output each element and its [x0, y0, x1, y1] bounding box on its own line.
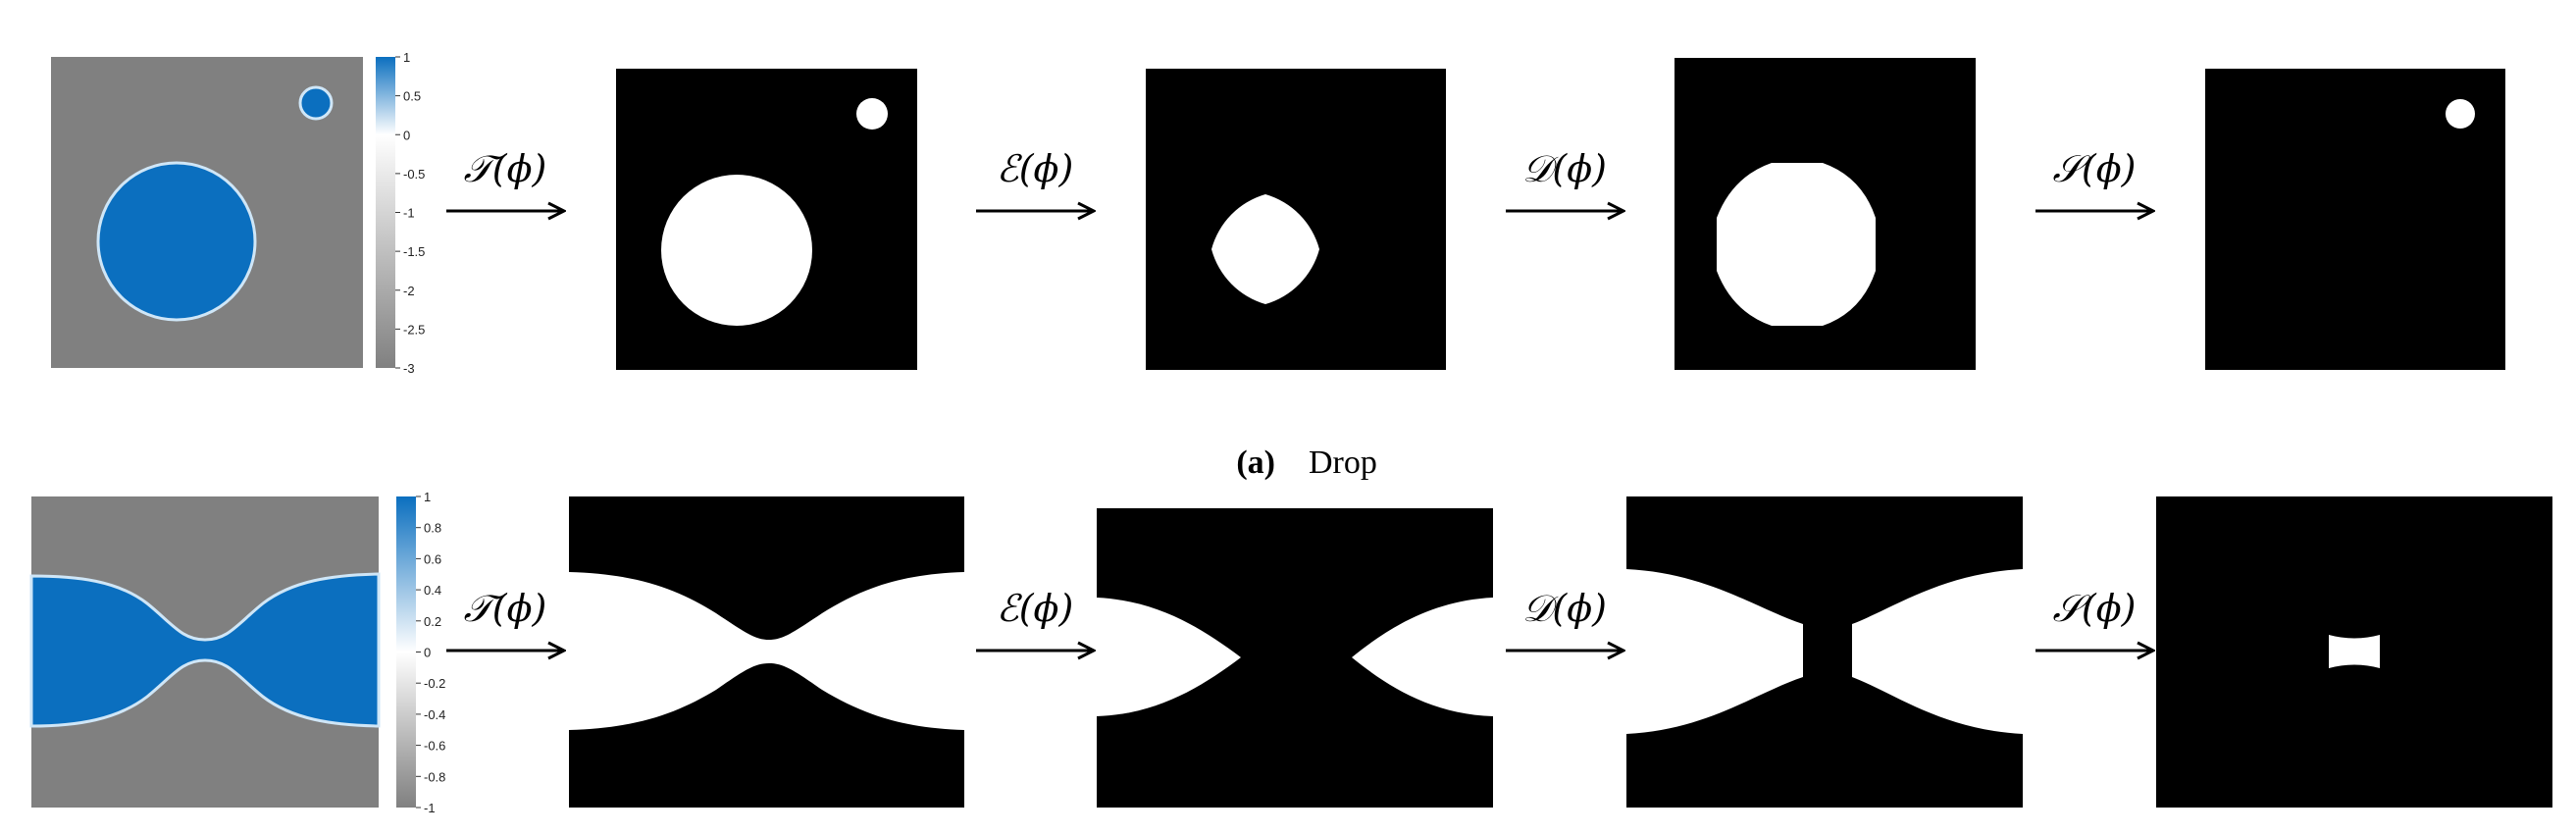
- row-a-colorbar-ticks: 1 0.5 0 -0.5 -1 -1.5 -2 -2.5 -3: [395, 50, 425, 376]
- row-b-skeleton-mask: [2156, 496, 2552, 808]
- row-b-arrow-1: 𝒯(ϕ): [446, 587, 564, 651]
- row-b-colorbar-tick-label: 1: [424, 490, 431, 504]
- row-a-colorbar-tick-label: -0.5: [403, 167, 425, 182]
- row-b-operator-E: ℰ(ϕ): [997, 587, 1074, 630]
- row-a-levelset-panel: [51, 57, 363, 368]
- row-b-threshold-mask: [569, 496, 964, 808]
- row-a-colorbar-tick-label: 0.5: [403, 89, 421, 104]
- row-a-threshold-mask: [616, 69, 917, 370]
- row-b-operator-D: 𝒟(ϕ): [1522, 587, 1607, 630]
- row-a-colorbar-tick-label: -3: [403, 361, 415, 376]
- row-a-colorbar-tick-label: -2.5: [403, 322, 425, 337]
- row-b: 1 0.8 0.6 0.4 0.2 0 -0.2 -0.4 -0.6 -0.8 -1 𝒯(ϕ) ℰ(…: [29, 490, 2552, 815]
- row-b-colorbar-tick-label: -0.4: [424, 707, 445, 722]
- row-a-dilation-mask: [1674, 58, 1976, 370]
- row-b-colorbar-tick-label: -0.6: [424, 739, 445, 754]
- row-b-erosion-mask: [1097, 508, 1493, 808]
- caption-tag: (a): [1236, 444, 1275, 481]
- row-a-colorbar-tick-label: -1: [403, 206, 415, 221]
- row-a-arrow-3: 𝒟(ϕ): [1506, 147, 1623, 211]
- row-b-colorbar-tick-label: 0.4: [424, 583, 441, 598]
- row-b-colorbar-tick-label: -0.2: [424, 676, 445, 691]
- row-a-arrow-1: 𝒯(ϕ): [446, 147, 564, 211]
- row-a-operator-S: 𝒮(ϕ): [2053, 147, 2137, 190]
- row-b-operator-T: 𝒯(ϕ): [464, 587, 547, 630]
- row-b-arrow-4: 𝒮(ϕ): [2035, 587, 2153, 651]
- row-b-arrow-2: ℰ(ϕ): [976, 587, 1094, 651]
- row-a-skeleton-mask: [2205, 69, 2505, 370]
- row-a-colorbar-tick-label: -1.5: [403, 244, 425, 259]
- row-a-colorbar-tick-label: -2: [403, 284, 415, 298]
- row-b-colorbar-tick-label: 0.6: [424, 551, 441, 566]
- row-b-colorbar-tick-label: 0.8: [424, 521, 441, 536]
- row-b-colorbar-tick-label: -0.8: [424, 769, 445, 784]
- row-b-dilation-mask: [1626, 496, 2023, 808]
- row-a-operator-E: ℰ(ϕ): [997, 147, 1074, 190]
- row-b-colorbar-ticks: 1 0.8 0.6 0.4 0.2 0 -0.2 -0.4 -0.6 -0.8 -1: [416, 490, 445, 815]
- row-b-arrow-3: 𝒟(ϕ): [1506, 587, 1623, 651]
- row-a-colorbar-tick-label: 0: [403, 128, 410, 142]
- row-b-operator-S: 𝒮(ϕ): [2053, 587, 2137, 630]
- row-b-colorbar-tick-label: -1: [424, 801, 436, 815]
- row-b-levelset-panel: [29, 496, 381, 808]
- row-a-operator-D: 𝒟(ϕ): [1522, 147, 1607, 190]
- row-a-arrow-2: ℰ(ϕ): [976, 147, 1094, 211]
- row-a-operator-T: 𝒯(ϕ): [464, 147, 547, 190]
- row-b-colorbar: 1 0.8 0.6 0.4 0.2 0 -0.2 -0.4 -0.6 -0.8 -1: [396, 490, 445, 815]
- row-b-colorbar-tick-label: 0.2: [424, 614, 441, 629]
- row-b-colorbar-tick-label: 0: [424, 646, 431, 660]
- row-a-arrow-4: 𝒮(ϕ): [2035, 147, 2153, 211]
- row-a-erosion-mask: [1146, 69, 1446, 370]
- row-a-colorbar-tick-label: 1: [403, 50, 410, 65]
- caption-text: Drop: [1309, 444, 1377, 481]
- row-a-colorbar: 1 0.5 0 -0.5 -1 -1.5 -2 -2.5 -3: [376, 50, 425, 376]
- row-a: 1 0.5 0 -0.5 -1 -1.5 -2 -2.5 -3 𝒯(ϕ) ℰ(ϕ) 𝒟(ϕ) 𝒮…: [51, 50, 2505, 376]
